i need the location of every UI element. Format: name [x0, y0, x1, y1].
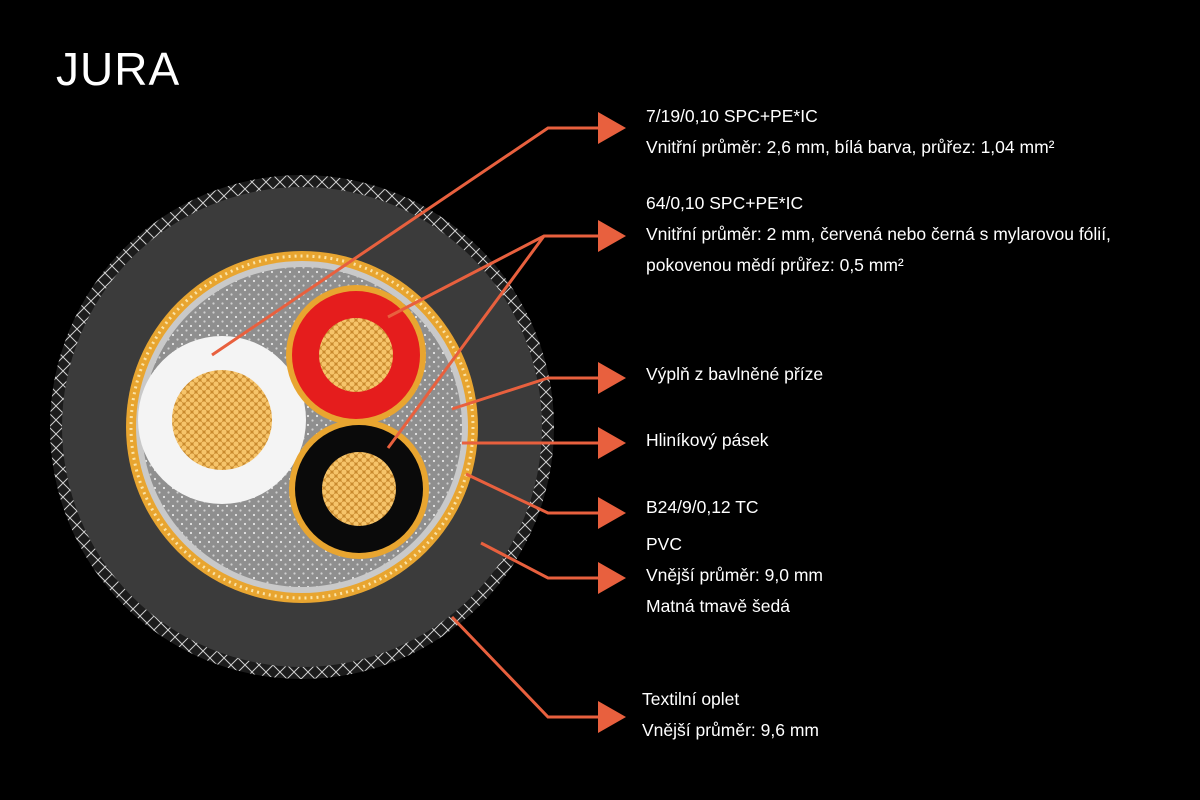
- leader-lines: [211, 126, 602, 719]
- label-line: PVC: [646, 534, 682, 554]
- page-title: JURA: [56, 43, 181, 95]
- leader-pvc-jacket: [480, 541, 602, 580]
- leader-white-core: [211, 126, 602, 357]
- label-filler: Výplň z bavlněné příze: [646, 359, 823, 390]
- arrowhead-icon: [598, 497, 626, 529]
- braid-shield-texture: [129, 254, 475, 600]
- black-core-conductor: [322, 452, 396, 526]
- label-line: Vnitřní průměr: 2 mm, červená nebo černá…: [646, 224, 1111, 244]
- label-line: 7/19/0,10 SPC+PE*IC: [646, 106, 818, 126]
- label-braid-shield: B24/9/0,12 TC: [646, 492, 759, 523]
- leader-braid-shield: [465, 472, 602, 515]
- arrowhead-icon: [598, 362, 626, 394]
- label-white-core: 7/19/0,10 SPC+PE*IC Vnitřní průměr: 2,6 …: [646, 101, 1054, 163]
- leader-textile-braid: [450, 615, 602, 719]
- label-line: Výplň z bavlněné příze: [646, 364, 824, 384]
- arrowhead-icon: [598, 562, 626, 594]
- white-core-conductor: [172, 370, 272, 470]
- arrowhead-icon: [598, 427, 626, 459]
- label-line: Vnitřní průměr: 2,6 mm, bílá barva, průř…: [646, 137, 1055, 157]
- label-textile-braid: Textilní oplet Vnější průměr: 9,6 mm: [642, 684, 819, 746]
- label-line: pokovenou mědí průřez: 0,5 mm²: [646, 255, 904, 275]
- label-signal-cores: 64/0,10 SPC+PE*IC Vnitřní průměr: 2 mm, …: [646, 188, 1111, 281]
- arrowhead-icon: [598, 220, 626, 252]
- label-line: Hliníkový pásek: [646, 430, 769, 450]
- arrowhead-icon: [598, 701, 626, 733]
- arrowheads: [598, 112, 626, 733]
- label-pvc-jacket: PVC Vnější průměr: 9,0 mm Matná tmavě še…: [646, 529, 823, 622]
- leader-filler: [451, 376, 602, 411]
- label-line: Textilní oplet: [642, 689, 740, 709]
- arrowhead-icon: [598, 112, 626, 144]
- label-line: Vnější průměr: 9,6 mm: [642, 720, 819, 740]
- label-aluminium-tape: Hliníkový pásek: [646, 425, 769, 456]
- red-core-conductor: [319, 318, 393, 392]
- label-line: B24/9/0,12 TC: [646, 497, 759, 517]
- leader-black-core: [386, 235, 546, 449]
- label-line: 64/0,10 SPC+PE*IC: [646, 193, 804, 213]
- label-line: Vnější průměr: 9,0 mm: [646, 565, 823, 585]
- label-line: Matná tmavě šedá: [646, 596, 790, 616]
